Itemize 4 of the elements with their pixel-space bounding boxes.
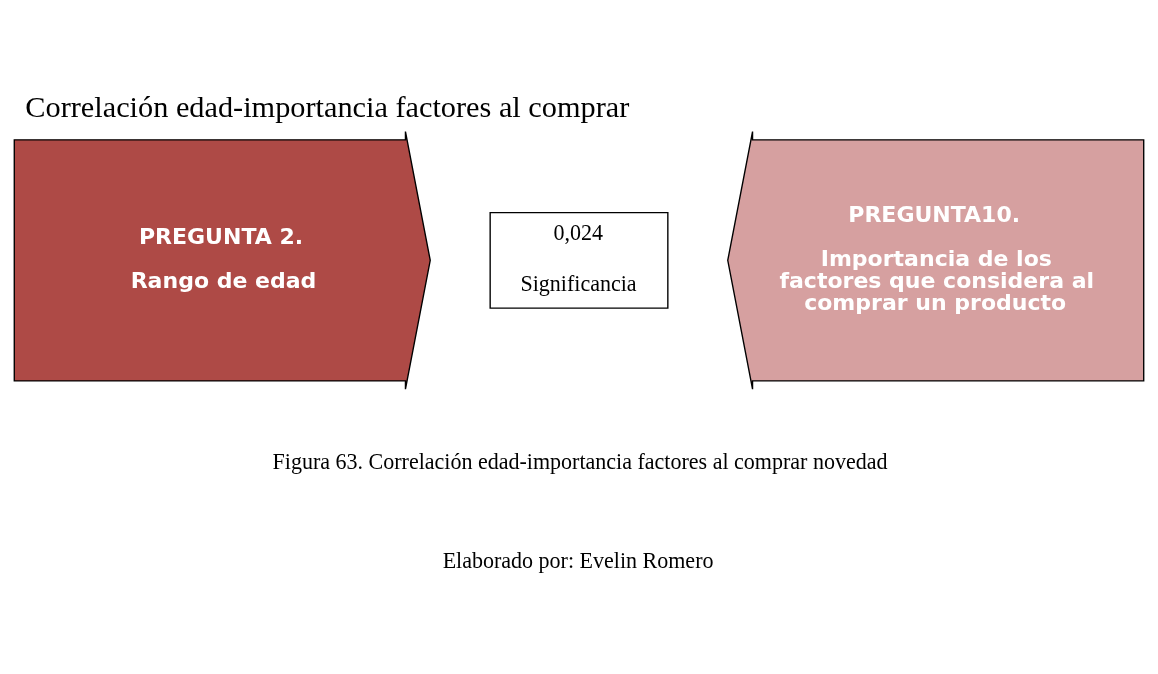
label: Elaborado por: Evelin Romero	[442, 547, 714, 573]
caption: Figura 63. Correlación edad-importancia factores al comprar novedad	[272, 448, 888, 474]
node-box: 0,024 Significancia	[489, 211, 669, 309]
diagram-title: Correlación edad-importancia factores al comprar	[25, 89, 630, 124]
